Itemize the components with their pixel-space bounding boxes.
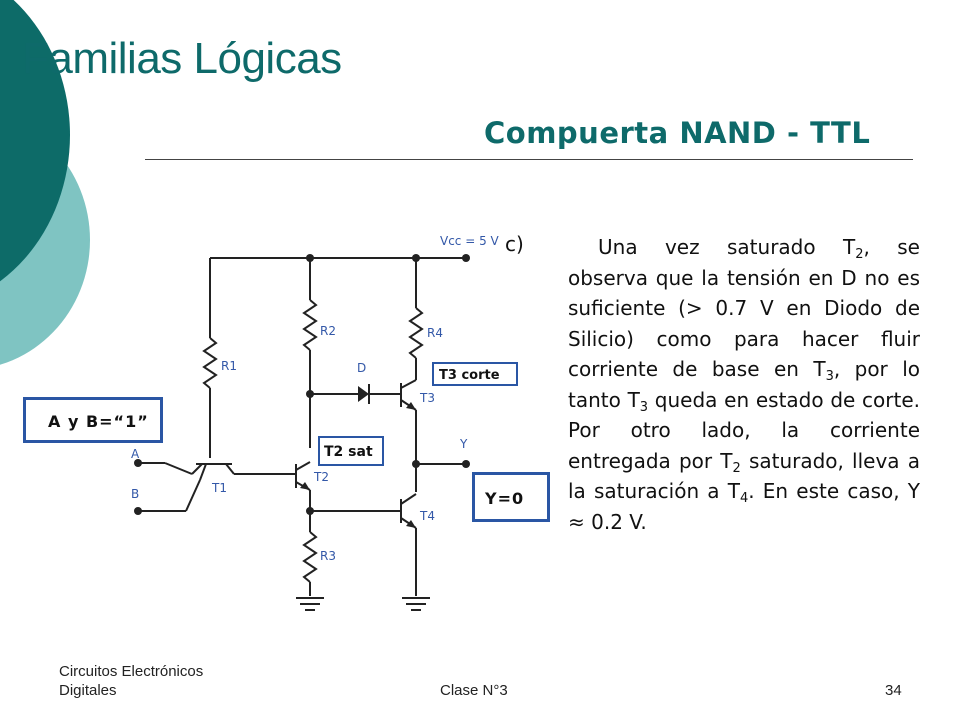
item-label: c) <box>505 232 524 256</box>
r4-label: R4 <box>427 326 443 340</box>
slide-subtitle: Compuerta NAND - TTL <box>484 116 871 150</box>
t3-label: T3 <box>419 391 435 405</box>
slide-title: Familias Lógicas <box>22 34 342 83</box>
r1-label: R1 <box>221 359 237 373</box>
para-sub-1: 2 <box>855 247 864 262</box>
para-text-2: , se observa que la tensión en D no es s… <box>568 235 920 381</box>
a-label: A <box>131 447 140 461</box>
para-text-4: queda en estado de corte. Por otro lado,… <box>568 387 920 473</box>
explanation-paragraph: Una vez saturado T2, se observa que la t… <box>568 232 920 537</box>
b-label: B <box>131 487 139 501</box>
para-text-6: . En este caso, Y ≈ 0.2 V. <box>568 479 920 534</box>
y-label: Y <box>459 437 468 451</box>
r2-label: R2 <box>320 324 336 338</box>
vcc-label: Vcc = 5 V <box>440 234 500 248</box>
callout-t2: T2 sat <box>318 436 384 466</box>
callout-output: Y=0 <box>472 472 550 522</box>
page-number: 34 <box>885 682 902 699</box>
para-sub-4: 2 <box>732 460 741 476</box>
para-sub-3: 3 <box>639 399 649 415</box>
footer-course-line2: Digitales <box>59 682 117 699</box>
callout-inputs: A y B=“1” <box>23 397 163 443</box>
t4-label: T4 <box>419 509 435 523</box>
para-text-3: , por lo tanto T <box>568 357 920 412</box>
footer-course-line1: Circuitos Electrónicos <box>59 663 204 680</box>
para-sub-5: 4 <box>739 491 749 506</box>
title-divider <box>145 159 913 160</box>
callout-t3: T3 corte <box>432 362 518 386</box>
footer-class: Clase N°3 <box>440 682 508 699</box>
para-sub-2: 3 <box>825 369 834 384</box>
t1-label: T1 <box>211 481 227 495</box>
footer-course: Circuitos Electrónicos Digitales <box>59 662 203 700</box>
t2-label: T2 <box>313 470 329 484</box>
para-text-1: Una vez saturado T <box>598 235 856 259</box>
r3-label: R3 <box>320 549 336 563</box>
para-text-5: saturado, lleva a la saturación a T <box>568 448 920 504</box>
d-label: D <box>357 361 366 375</box>
